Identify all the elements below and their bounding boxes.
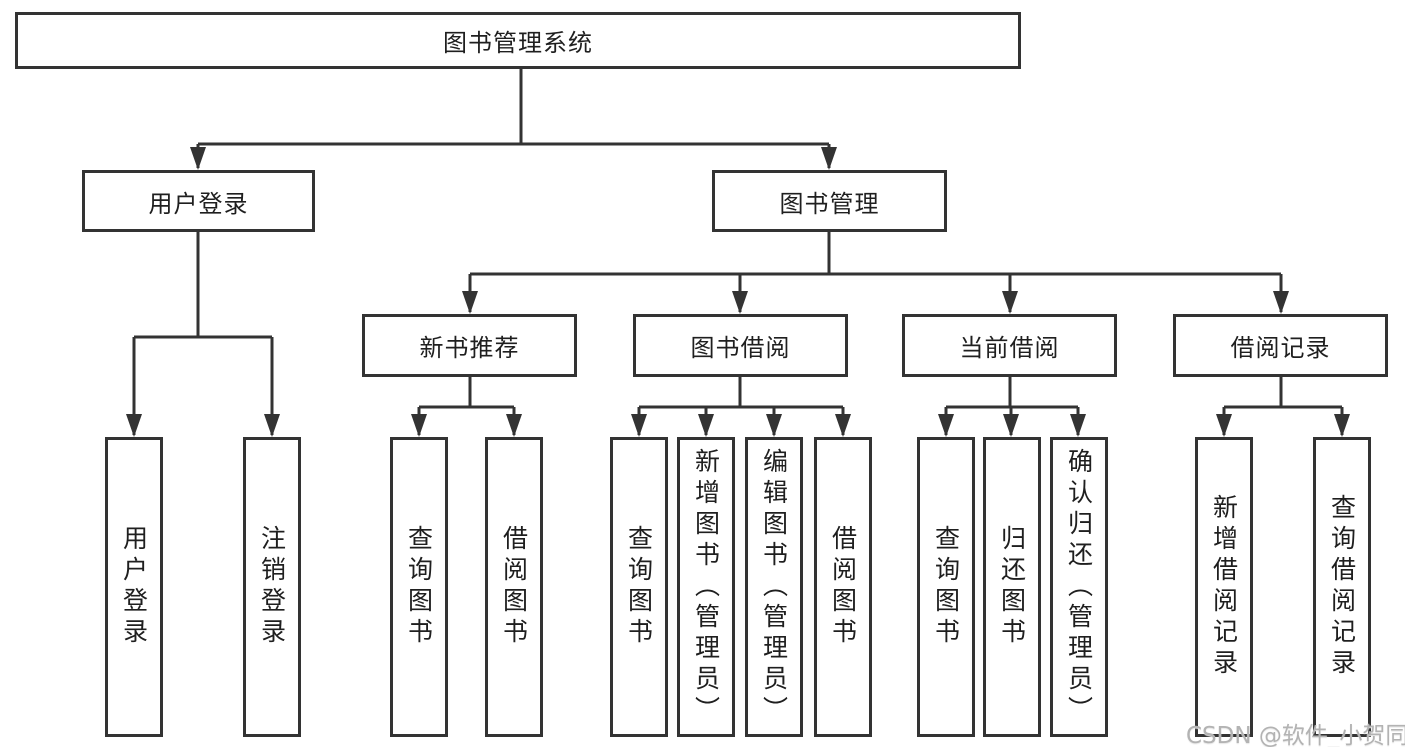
- leaf-borrow-books-borrowing: 借阅图书: [814, 437, 872, 737]
- leaf-query-books-recommend: 查询图书: [390, 437, 448, 737]
- leaf-query-books-current-label: 查询图书: [931, 525, 961, 649]
- leaf-borrow-books-recommend-label: 借阅图书: [499, 525, 529, 649]
- root-node-label: 图书管理系统: [443, 29, 593, 57]
- leaf-user-login-label: 用户登录: [119, 525, 149, 649]
- leaf-add-book-admin-label: 新增图书（管理员）: [691, 447, 721, 727]
- root-node-library-management-system: 图书管理系统: [15, 12, 1021, 69]
- leaf-borrow-books-borrowing-label: 借阅图书: [828, 525, 858, 649]
- leaf-query-books-borrowing: 查询图书: [610, 437, 668, 737]
- leaf-query-books-borrowing-label: 查询图书: [624, 525, 654, 649]
- leaf-add-borrow-record: 新增借阅记录: [1195, 437, 1253, 737]
- leaf-add-borrow-record-label: 新增借阅记录: [1209, 494, 1239, 680]
- leaf-query-books-current: 查询图书: [917, 437, 975, 737]
- leaf-edit-book-admin-label: 编辑图书（管理员）: [759, 447, 789, 727]
- leaf-confirm-return-admin: 确认归还（管理员）: [1050, 437, 1108, 737]
- leaf-query-books-recommend-label: 查询图书: [404, 525, 434, 649]
- node-book-borrowing-label: 图书借阅: [690, 334, 791, 362]
- node-book-management: 图书管理: [712, 170, 947, 232]
- node-book-management-label: 图书管理: [779, 189, 880, 218]
- leaf-confirm-return-admin-label: 确认归还（管理员）: [1064, 447, 1094, 727]
- node-borrowing-records: 借阅记录: [1173, 314, 1388, 377]
- watermark: CSDN @软件_小贺同学: [1186, 723, 1405, 747]
- node-book-borrowing: 图书借阅: [633, 314, 848, 377]
- leaf-add-book-admin: 新增图书（管理员）: [677, 437, 735, 737]
- leaf-return-book: 归还图书: [983, 437, 1041, 737]
- node-user-login: 用户登录: [82, 170, 315, 232]
- node-new-book-recommend: 新书推荐: [362, 314, 577, 377]
- node-user-login-label: 用户登录: [148, 189, 249, 218]
- node-new-book-recommend-label: 新书推荐: [419, 334, 520, 362]
- leaf-edit-book-admin: 编辑图书（管理员）: [745, 437, 803, 737]
- leaf-query-borrow-record-label: 查询借阅记录: [1327, 494, 1357, 680]
- node-current-borrowing-label: 当前借阅: [959, 334, 1060, 362]
- leaf-return-book-label: 归还图书: [997, 525, 1027, 649]
- arrowhead-icons: [126, 147, 1350, 437]
- node-current-borrowing: 当前借阅: [902, 314, 1117, 377]
- leaf-logout-label: 注销登录: [257, 525, 287, 649]
- leaf-query-borrow-record: 查询借阅记录: [1313, 437, 1371, 737]
- leaf-user-login: 用户登录: [105, 437, 163, 737]
- leaf-logout: 注销登录: [243, 437, 301, 737]
- leaf-borrow-books-recommend: 借阅图书: [485, 437, 543, 737]
- node-borrowing-records-label: 借阅记录: [1230, 334, 1331, 362]
